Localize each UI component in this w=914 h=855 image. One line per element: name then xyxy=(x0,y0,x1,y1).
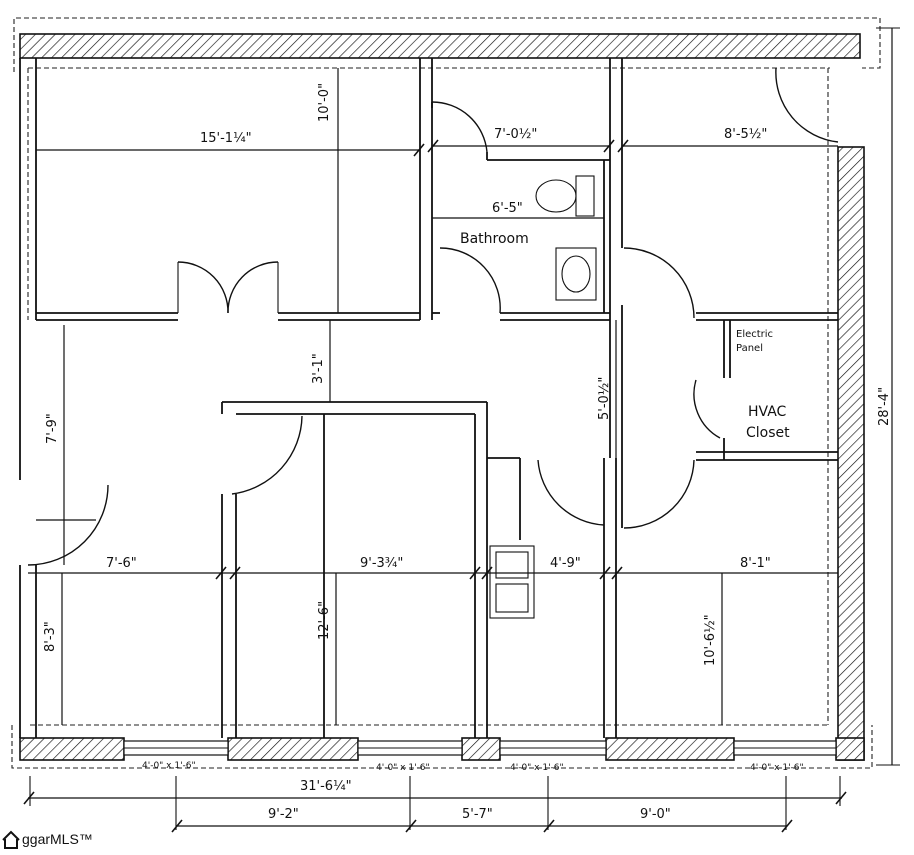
dim-15-1: 15'-1¼" xyxy=(200,131,252,146)
window-label-2: 4'-0" x 1'-6" xyxy=(376,763,430,773)
window-label-4: 4'-0" x 1'-6" xyxy=(750,763,804,773)
dim-10-0: 10'-0" xyxy=(317,83,332,122)
panel-label-1: Electric xyxy=(736,329,773,340)
top-wall xyxy=(19,33,861,59)
dim-31-6: 31'-6¼" xyxy=(300,779,352,794)
kitchen-sink xyxy=(489,545,535,619)
dim-5-7: 5'-7" xyxy=(462,807,493,822)
mls-watermark: ggarMLS™ xyxy=(2,826,93,852)
exterior-walls xyxy=(19,33,865,761)
dim-7-6: 7'-6" xyxy=(106,556,137,571)
room-closet: Closet xyxy=(746,425,790,441)
dim-4-9: 4'-9" xyxy=(550,556,581,571)
dim-9-2: 9'-2" xyxy=(268,807,299,822)
window-label-3: 4'-0" x 1'-6" xyxy=(510,763,564,773)
dim-9-3: 9'-3¾" xyxy=(360,556,403,571)
dim-12-6: 12'-6" xyxy=(317,601,332,640)
dim-28-4: 28'-4" xyxy=(877,387,892,426)
dim-7-9: 7'-9" xyxy=(45,413,60,444)
bottom-wall-5 xyxy=(835,737,865,761)
interior-walls xyxy=(19,58,838,738)
room-hvac: HVAC xyxy=(748,404,787,420)
dim-6-5: 6'-5" xyxy=(492,201,523,216)
bathroom-sink xyxy=(555,247,597,301)
watermark-text: ggarMLS™ xyxy=(22,831,93,847)
labels: 15'-1¼" 10'-0" 7'-0½" 8'-5½" 6'-5" Bathr… xyxy=(43,83,892,822)
dim-9-0: 9'-0" xyxy=(640,807,671,822)
dimension-lines xyxy=(23,27,900,833)
right-wall xyxy=(837,146,865,761)
bottom-windows xyxy=(123,740,837,756)
toilet xyxy=(535,175,595,217)
door-swings xyxy=(27,67,839,566)
dim-8-1: 8'-1" xyxy=(740,556,771,571)
window-label-1: 4'-0" x 1'-6" xyxy=(142,761,196,771)
dim-8-5: 8'-5½" xyxy=(724,127,767,142)
panel-label-2: Panel xyxy=(736,343,763,354)
bottom-wall-1 xyxy=(19,737,125,761)
bottom-wall-2 xyxy=(227,737,359,761)
dim-3-1: 3'-1" xyxy=(311,353,326,384)
bottom-wall-3 xyxy=(461,737,501,761)
house-logo-icon xyxy=(2,830,20,849)
dim-7-0: 7'-0½" xyxy=(494,127,537,142)
fixtures xyxy=(489,175,597,619)
dim-5-0: 5'-0½" xyxy=(597,377,612,420)
room-bathroom: Bathroom xyxy=(460,231,529,247)
bottom-wall-4 xyxy=(605,737,735,761)
dashed-outline xyxy=(11,17,881,769)
dim-8-3: 8'-3" xyxy=(43,621,58,652)
dim-10-6: 10'-6½" xyxy=(703,614,718,666)
